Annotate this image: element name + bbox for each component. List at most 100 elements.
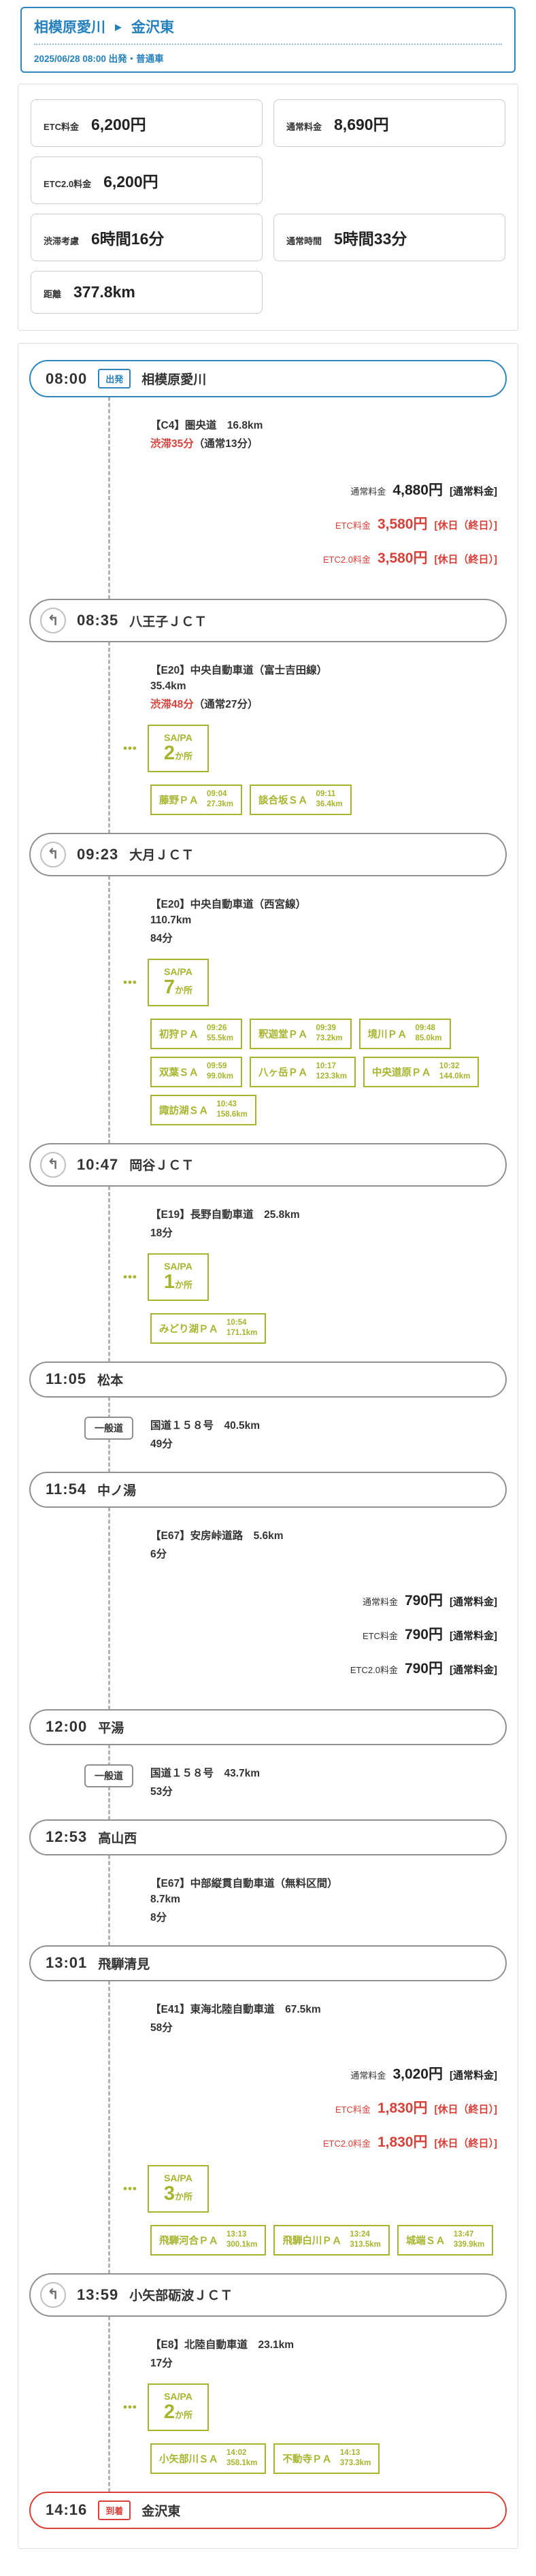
station-time: 08:35 (77, 612, 119, 629)
station-name: 中ノ湯 (97, 1483, 137, 1498)
station-name: 飛騨清見 (98, 1957, 150, 1972)
departure-datetime: 2025/06/28 08:00 出発・普通車 (34, 54, 164, 64)
road-info-line: 【E67】中部縦貫自動車道（無料区間） (150, 1877, 338, 1889)
origin-name: 相模原愛川 (34, 20, 105, 35)
sapa-distance: 171.1km (227, 1329, 258, 1338)
road-info-line: 【E19】長野自動車道 25.8km (150, 1208, 300, 1221)
fee-note: [通常料金] (450, 1664, 497, 1676)
road-info-line: 35.4km (150, 680, 186, 692)
summary-metric-value: 5時間33分 (334, 230, 407, 248)
sapa-time: 09:04 (207, 789, 227, 798)
junction-icon: ↰ (40, 841, 66, 868)
sapa-count-number: 2 (163, 2400, 175, 2423)
sapa-count-label: SA/PA (164, 732, 192, 743)
sapa-distance: 158.6km (216, 1110, 248, 1119)
road-info-line: 【E67】安房峠道路 5.6km (150, 1530, 284, 1542)
fee-label: ETC2.0料金 (322, 555, 371, 565)
road-info-line: 【E8】北陸自動車道 23.1km (150, 2339, 295, 2351)
general-road-badge: 一般道 (84, 1764, 133, 1787)
station-time: 11:05 (46, 1370, 87, 1388)
junction-icon: ↰ (40, 1151, 66, 1178)
sapa-time: 13:24 (350, 2230, 370, 2239)
sapa-distance: 373.3km (339, 2459, 371, 2468)
timeline-dashed-line (108, 1974, 110, 2280)
station-time: 12:53 (46, 1828, 88, 1846)
fee-note: [通常料金] (450, 1630, 497, 1642)
sapa-time: 13:47 (453, 2230, 474, 2239)
sapa-name: 藤野ＰＡ (159, 795, 199, 806)
summary-metric-value: 377.8km (73, 283, 135, 301)
timeline-dashed-line (108, 391, 110, 606)
sapa-count-line: 7か所 (164, 976, 192, 999)
fee-label: ETC料金 (362, 1630, 398, 1641)
sapa-dots-icon: ••• (123, 1270, 137, 1283)
summary-metric-label: 通常時間 (286, 236, 322, 246)
summary-metric-label: 渋滞考慮 (44, 236, 80, 246)
sapa-name: 談合坂ＳＡ (258, 795, 308, 806)
congestion-normal-text: （通常27分） (193, 699, 258, 710)
sapa-time: 09:11 (316, 789, 336, 798)
timeline-dashed-line (108, 2309, 110, 2498)
route-title: 相模原愛川 ▶ 金沢東 (34, 16, 502, 37)
fee-label: ETC料金 (335, 521, 371, 531)
sapa-name: 双葉ＳＡ (159, 1067, 199, 1078)
sapa-name: 初狩ＰＡ (159, 1029, 199, 1040)
junction-icon: ↰ (40, 608, 66, 633)
summary-metric-value: 8,690円 (334, 116, 389, 133)
sapa-name: 釈迦堂ＰＡ (258, 1029, 308, 1040)
sapa-time: 09:48 (415, 1023, 435, 1032)
sapa-distance: 123.3km (316, 1072, 347, 1081)
fee-value: 1,830円 (377, 2134, 428, 2150)
fee-label: 通常料金 (350, 486, 386, 497)
station-time: 09:23 (77, 845, 119, 863)
sapa-time: 09:39 (316, 1023, 336, 1032)
sapa-count-unit: か所 (175, 1279, 193, 1290)
fee-value: 790円 (404, 1626, 443, 1642)
route-header: 相模原愛川 ▶ 金沢東 2025/06/28 08:00 出発・普通車 (20, 7, 516, 73)
arrival-badge: 到着 (98, 2500, 131, 2520)
fee-note: [休日（終日）] (434, 2137, 498, 2149)
station-name: 小矢部砺波ＪＣＴ (129, 2289, 233, 2304)
